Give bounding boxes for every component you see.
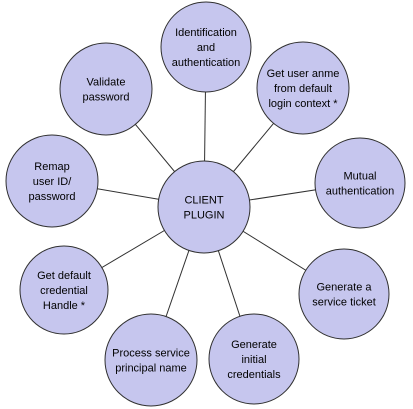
node-identification-and-authentication-label-line: and [197,42,215,54]
node-circle-remap-user-id-password [5,134,99,228]
node-generate-initial-credentials: Generate initial credentials [208,313,300,405]
node-circle-process-service-principal-name [104,313,198,407]
node-validate-password: Validate password [59,42,153,136]
node-circle-validate-password [59,42,153,136]
node-process-service-principal-name: Process service principal name [104,313,198,407]
node-get-default-credential-handle-label-line: Handle * [43,300,86,312]
node-generate-initial-credentials-label-line: Generate [231,339,277,351]
node-generate-service-ticket: Generate a service ticket [298,248,390,340]
node-get-user-name-from-default-login-context-label-line: from default [274,83,332,95]
node-mutual-authentication-label-line: Mutual [343,171,376,183]
node-generate-service-ticket-label-line: Generate a [316,282,372,294]
node-generate-initial-credentials-label-line: credentials [227,369,281,381]
node-validate-password-label-line: password [82,92,129,104]
node-process-service-principal-name-label-line: Process service [112,348,190,360]
node-identification-and-authentication-label-line: Identification [175,27,237,39]
node-generate-initial-credentials-label-line: initial [241,354,266,366]
node-get-default-credential-handle-label-line: Get default [37,270,91,282]
client-plugin-node: CLIENT PLUGIN [157,160,251,254]
node-circle-mutual-authentication [314,137,406,229]
node-remap-user-id-password: Remap user ID/password [5,134,99,228]
node-process-service-principal-name-label-line: principal name [115,363,187,375]
node-circle-generate-service-ticket [298,248,390,340]
node-remap-user-id-password-label-line: Remap [34,161,69,173]
node-generate-service-ticket-label-line: service ticket [312,297,376,309]
node-circle-identification-and-authentication [160,1,252,93]
node-get-user-name-from-default-login-context: Get user anme from default login context * [256,41,350,135]
node-circle-generate-initial-credentials [208,313,300,405]
client-plugin-label-line: PLUGIN [184,210,225,222]
node-circle-get-user-name-from-default-login-context [256,41,350,135]
client-plugin-label-line: CLIENT [184,195,223,207]
client-plugin-circle [157,160,251,254]
node-circle-get-default-credential-handle [19,245,109,335]
node-identification-and-authentication-label-line: authentication [172,57,241,69]
node-mutual-authentication: Mutual authentication [314,137,406,229]
node-identification-and-authentication: Identification and authentication [160,1,252,93]
node-get-user-name-from-default-login-context-label-line: Get user anme [267,68,340,80]
node-remap-user-id-password-label-line: password [28,191,75,203]
node-get-user-name-from-default-login-context-label-line: login context * [268,98,338,110]
node-get-default-credential-handle-label-line: credential [40,285,88,297]
node-remap-user-id-password-label-line: user ID/ [33,176,72,188]
node-validate-password-label-line: Validate [87,77,126,89]
node-mutual-authentication-label-line: authentication [326,186,395,198]
